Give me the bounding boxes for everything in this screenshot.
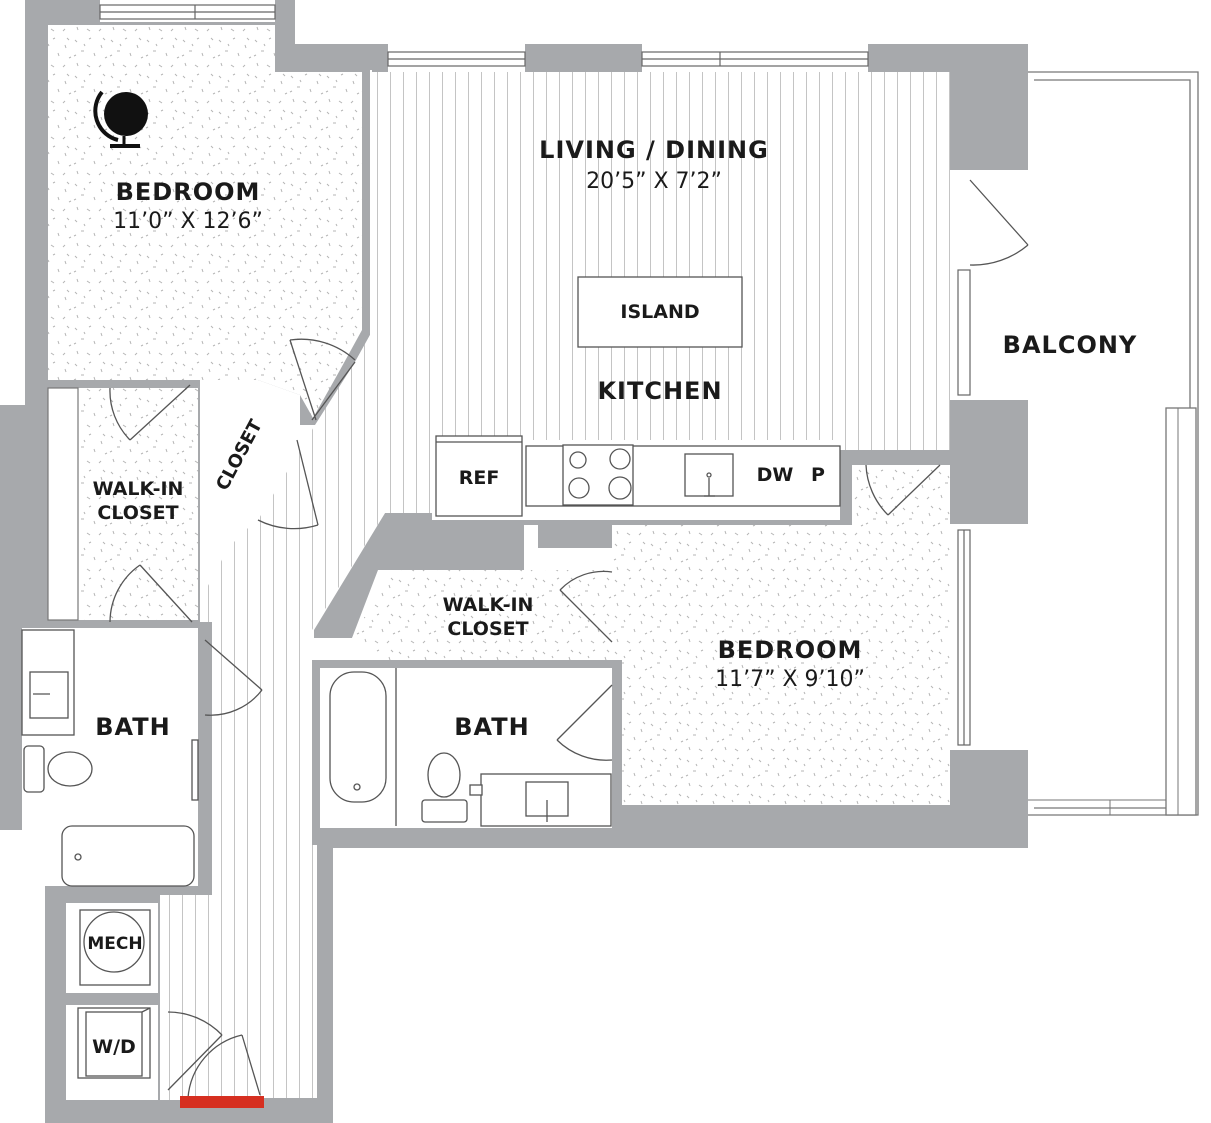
bath-1-tub [61, 825, 195, 887]
walk-in-closet-2-floor [352, 570, 612, 660]
bath-1-fixtures [21, 629, 199, 887]
walk-in-closet-2-line2: CLOSET [447, 618, 528, 640]
balcony[interactable] [1028, 71, 1199, 816]
shelf-area [47, 387, 79, 621]
bath-2-tub [329, 671, 387, 803]
entry-threshold[interactable] [180, 1096, 264, 1108]
bedroom-2-dims: 11’7” X 9’10” [715, 667, 865, 692]
bedroom-1-dims: 11’0” X 12’6” [113, 209, 263, 234]
island-label: ISLAND [620, 301, 699, 323]
bath-1-label: BATH [95, 713, 170, 741]
walk-in-closet-2-line1: WALK-IN [443, 594, 534, 616]
ref-label: REF [459, 467, 500, 489]
walk-in-closet-1-floor [78, 388, 198, 620]
living-dining-floor [200, 72, 950, 1100]
wd-label: W/D [92, 1036, 136, 1058]
hallway-floor [160, 895, 208, 1100]
living-dining-name: LIVING / DINING [539, 136, 769, 164]
living-dining-dims: 20’5” X 7’2” [586, 169, 722, 194]
bath-2-toilet [427, 752, 461, 798]
windows [99, 4, 971, 746]
kitchen-fixtures [435, 276, 841, 517]
bedroom-1-name: BEDROOM [116, 178, 261, 206]
mech-unit [83, 911, 145, 973]
fridge [435, 435, 523, 517]
pantry-label: P [811, 464, 825, 486]
mech-label: MECH [87, 934, 142, 954]
bath-2-fixtures [329, 668, 612, 827]
doors[interactable] [109, 179, 1029, 1099]
dw-label: DW [757, 464, 794, 486]
walk-in-closet-1-line2: CLOSET [97, 502, 178, 524]
walk-in-closet-1-line1: WALK-IN [93, 478, 184, 500]
island-counter [577, 276, 743, 348]
balcony-label: BALCONY [1003, 331, 1138, 359]
bath-1-toilet [47, 751, 93, 787]
bedroom-2-floor [612, 465, 950, 805]
wd-unit [85, 1011, 143, 1077]
kitchen-label: KITCHEN [597, 377, 722, 405]
utility-fixtures [77, 909, 151, 1079]
bedroom-2-name: BEDROOM [718, 636, 863, 664]
bath-2-label: BATH [454, 713, 529, 741]
globe-icon [93, 90, 148, 148]
closet-floor [205, 410, 272, 497]
